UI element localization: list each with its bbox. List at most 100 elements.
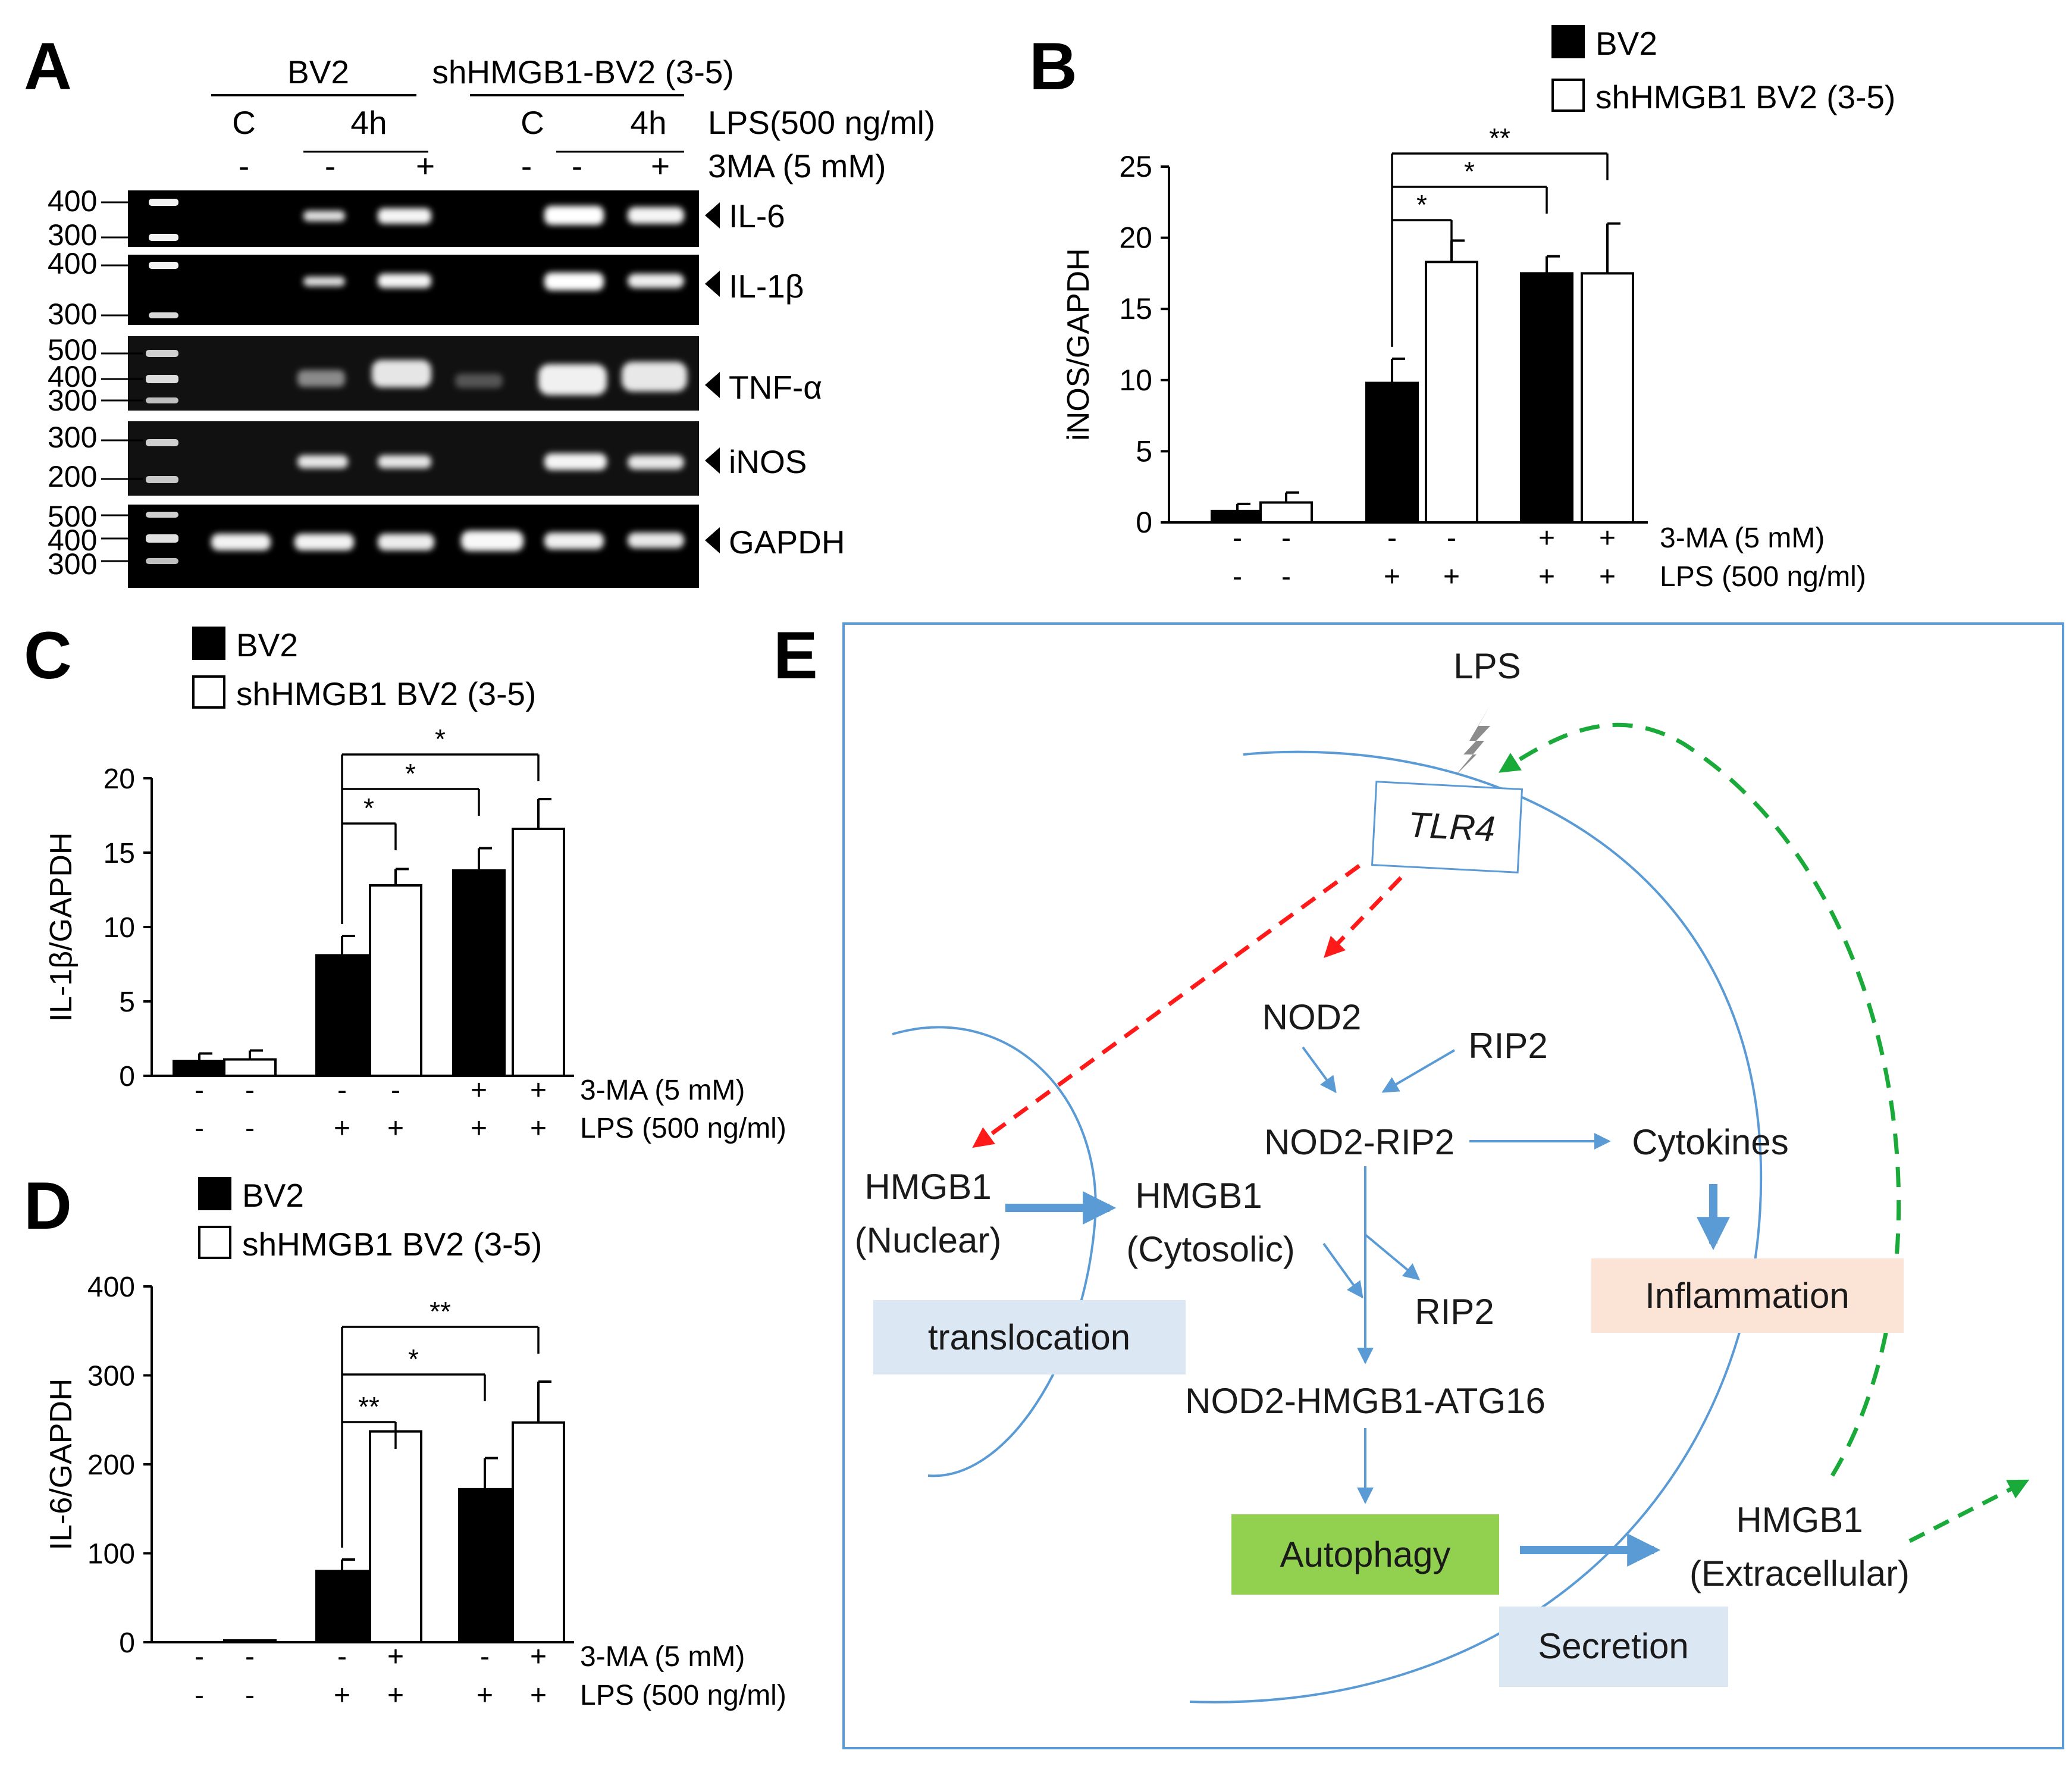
condition-mark: + [1538,561,1555,593]
gel-il1b: 400 300 IL-1β [48,247,804,331]
shhmgb1-group-label: shHMGB1-BV2 (3-5) [432,54,733,90]
autophagy-label: Autophagy [1280,1535,1451,1574]
condition-mark: + [530,1641,547,1673]
condition-mark: - [480,1641,490,1673]
condition-mark: + [1384,561,1400,593]
condition-row-label: LPS (500 ng/ml) [580,1680,786,1711]
gel-tnfa: 500 400 300 TNF-α [48,333,822,417]
condition-mark: + [530,1680,547,1711]
y-tick-label: 0 [1136,506,1152,539]
arrow-nod2-to-complex [1302,1046,1337,1094]
significance-label: ** [430,1296,451,1327]
arrow-rip2-to-complex [1381,1049,1456,1093]
arrow-cytosolic-to-complex [1322,1242,1363,1299]
gel-il6-marker-400: 400 [48,184,97,218]
bar-B-4 [1425,261,1478,524]
legend-label: shHMGB1 BV2 (3-5) [242,1226,542,1263]
bar-C-5 [452,869,506,1077]
ma-cond-5: - [572,148,582,184]
cytokines-label: Cytokines [1632,1122,1788,1162]
condition-mark: + [387,1680,404,1711]
condition-mark: - [337,1075,347,1106]
legend-swatch [198,1177,231,1210]
gel-tnfa-label: TNF-α [729,369,822,406]
bar-B-1 [1211,509,1264,524]
panel-a: A BV2 shHMGB1-BV2 (3-5) C 4h C 4h LPS(50… [24,29,935,588]
condition-mark: + [334,1680,350,1711]
hmgb1-nuclear-label-1: HMGB1 [864,1167,991,1207]
bar-C-3 [315,954,369,1077]
gel-gapdh: 500 400 300 GAPDH [48,500,845,588]
hmgb1-nuclear-label-2: (Nuclear) [855,1220,1002,1260]
y-tick-label: 5 [119,987,135,1018]
gel-il6: 400 300 IL-6 [48,184,785,252]
ma-row-label: 3MA (5 mM) [708,148,886,184]
gel-il6-marker-300: 300 [48,218,97,252]
bar-B-6 [1581,272,1634,524]
legend-swatch [198,1226,231,1259]
gel-il1b-label: IL-1β [729,268,804,305]
legend-label: shHMGB1 BV2 (3-5) [236,675,536,712]
condition-mark: - [195,1113,204,1144]
gel-inos-marker-200: 200 [48,460,97,493]
translocation-label: translocation [928,1317,1130,1357]
y-tick-label: 0 [119,1061,135,1092]
y-axis-label: IL-6/GAPDH [44,1379,79,1551]
condition-row-label: 3-MA (5 mM) [1660,522,1825,554]
y-tick-label: 25 [1119,150,1152,183]
condition-mark: - [1281,522,1291,554]
condition-row-label: 3-MA (5 mM) [580,1075,745,1106]
inflammation-box [1591,1258,1904,1333]
condition-mark: + [1599,522,1616,554]
cell-membrane [1189,750,1763,1704]
y-tick-label: 15 [1119,292,1152,325]
condition-mark: - [195,1075,204,1106]
condition-mark: + [471,1075,487,1106]
bar-C-2 [223,1058,277,1077]
panel-d-letter: D [24,1169,72,1243]
significance-label: ** [1489,123,1510,154]
rip2-bottom-label: RIP2 [1415,1292,1494,1332]
translocation-box [873,1300,1186,1374]
condition-mark: + [334,1113,350,1144]
nod2-rip2-label: NOD2-RIP2 [1264,1122,1455,1162]
green-out-arrow [1908,1479,2030,1543]
y-tick-label: 200 [87,1449,135,1481]
ma-cond-3: + [416,148,435,184]
condition-mark: - [1281,561,1291,593]
significance-label: * [408,1344,419,1374]
significance-label: * [435,724,446,754]
secretion-box [1499,1607,1728,1687]
hmgb1-cytosolic-label-2: (Cytosolic) [1126,1229,1294,1269]
condition-mark: - [195,1680,204,1711]
complex-label: NOD2-HMGB1-ATG16 [1185,1381,1546,1421]
condition-row-label: LPS (500 ng/ml) [580,1113,786,1144]
condition-mark: - [245,1075,255,1106]
condition-mark: - [195,1641,204,1673]
y-tick-label: 300 [87,1361,135,1392]
gel-gapdh-marker-300: 300 [48,547,97,581]
panel-a-letter: A [24,29,72,104]
bar-D-5 [458,1488,512,1644]
condition-mark: - [1387,522,1397,554]
panel-c-letter: C [24,618,72,693]
condition-mark: - [391,1075,400,1106]
bar-C-4 [369,884,422,1077]
panel-e-letter: E [773,618,818,693]
gel-gapdh-marker-500: 500 [48,500,97,533]
hmgb1-cytosolic-label-1: HMGB1 [1135,1176,1262,1216]
gel-tnfa-marker-400: 400 [48,360,97,393]
inflammation-label: Inflammation [1645,1276,1849,1316]
condition-mark: + [477,1680,493,1711]
nucleus-membrane [892,1026,1097,1477]
bar-B-3 [1365,381,1419,524]
significance-label: * [1416,189,1427,220]
gel-tnfa-marker-300: 300 [48,384,97,417]
ma-cond-4: - [521,148,532,184]
legend-label: BV2 [242,1177,304,1214]
legend-swatch [1551,79,1585,112]
tlr4-label: TLR4 [1407,804,1496,849]
